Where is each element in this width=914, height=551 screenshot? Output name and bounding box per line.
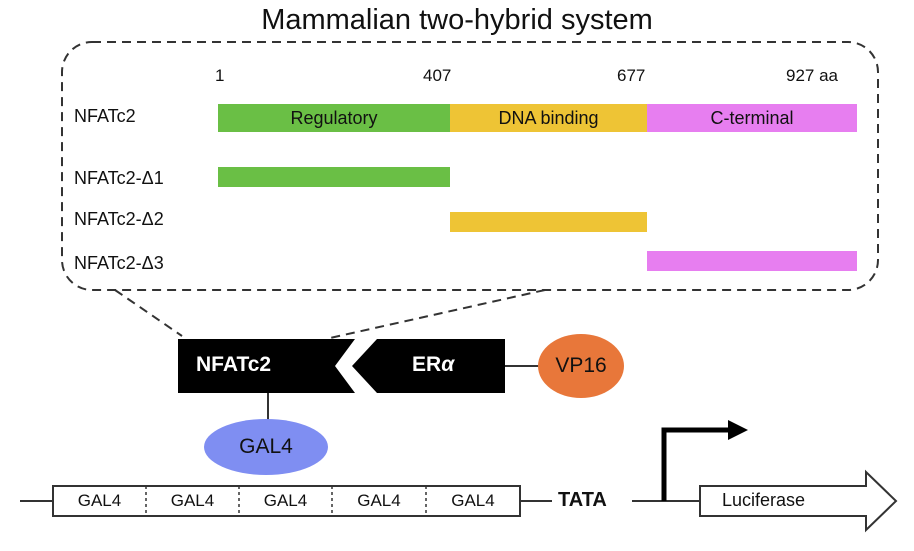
diagram-title: Mammalian two-hybrid system bbox=[261, 4, 653, 36]
tick-label-1: 1 bbox=[215, 66, 225, 85]
construct-bar-d3 bbox=[647, 251, 857, 271]
prey-arrow bbox=[352, 339, 505, 393]
luciferase-label: Luciferase bbox=[722, 490, 806, 510]
full-protein-label: NFATc2 bbox=[74, 106, 136, 126]
luciferase-arrow bbox=[699, 469, 898, 533]
domain-dna-binding: DNA binding bbox=[450, 104, 647, 132]
construct-label-d2: NFATc2-Δ2 bbox=[74, 209, 164, 229]
vp16-label: VP16 bbox=[555, 354, 607, 377]
gal4-site: GAL4 bbox=[170, 491, 215, 510]
gal4-site: GAL4 bbox=[451, 491, 495, 510]
bait-box bbox=[178, 339, 355, 393]
construct-label-d3: NFATc2-Δ3 bbox=[74, 253, 164, 273]
tick-label-407: 407 bbox=[423, 66, 452, 85]
construct-bar-d2 bbox=[450, 212, 647, 232]
bait-label: NFATc2 bbox=[196, 353, 272, 376]
gal4-site: GAL4 bbox=[77, 491, 122, 510]
gal4-dbd-label: GAL4 bbox=[239, 435, 293, 458]
gal4-site: GAL4 bbox=[263, 491, 308, 510]
domain-c-terminal-label: C-terminal bbox=[710, 107, 794, 128]
tick-label-677: 677 bbox=[617, 66, 646, 85]
gal4-dna-binding-domain: GAL4 bbox=[204, 419, 328, 475]
domain-dna-binding-label: DNA binding bbox=[498, 107, 599, 128]
zoom-box bbox=[61, 41, 879, 291]
construct-bar-d1 bbox=[218, 167, 450, 187]
transcription-start-arrow bbox=[661, 427, 730, 501]
domain-regulatory: Regulatory bbox=[218, 104, 450, 132]
construct-label-d1: NFATc2-Δ1 bbox=[74, 168, 164, 188]
domain-c-terminal: C-terminal bbox=[647, 104, 857, 132]
gal4-site: GAL4 bbox=[357, 491, 401, 510]
vp16-activation-domain: VP16 bbox=[538, 334, 624, 398]
prey-label: ERα bbox=[412, 353, 455, 376]
tata-box-label: TATA bbox=[558, 489, 607, 511]
tick-label-927: 927 aa bbox=[786, 66, 838, 85]
domain-regulatory-label: Regulatory bbox=[290, 107, 378, 128]
gal4-sites-box bbox=[52, 485, 521, 517]
callout-line-right bbox=[329, 289, 546, 339]
callout-line-left bbox=[114, 289, 183, 337]
